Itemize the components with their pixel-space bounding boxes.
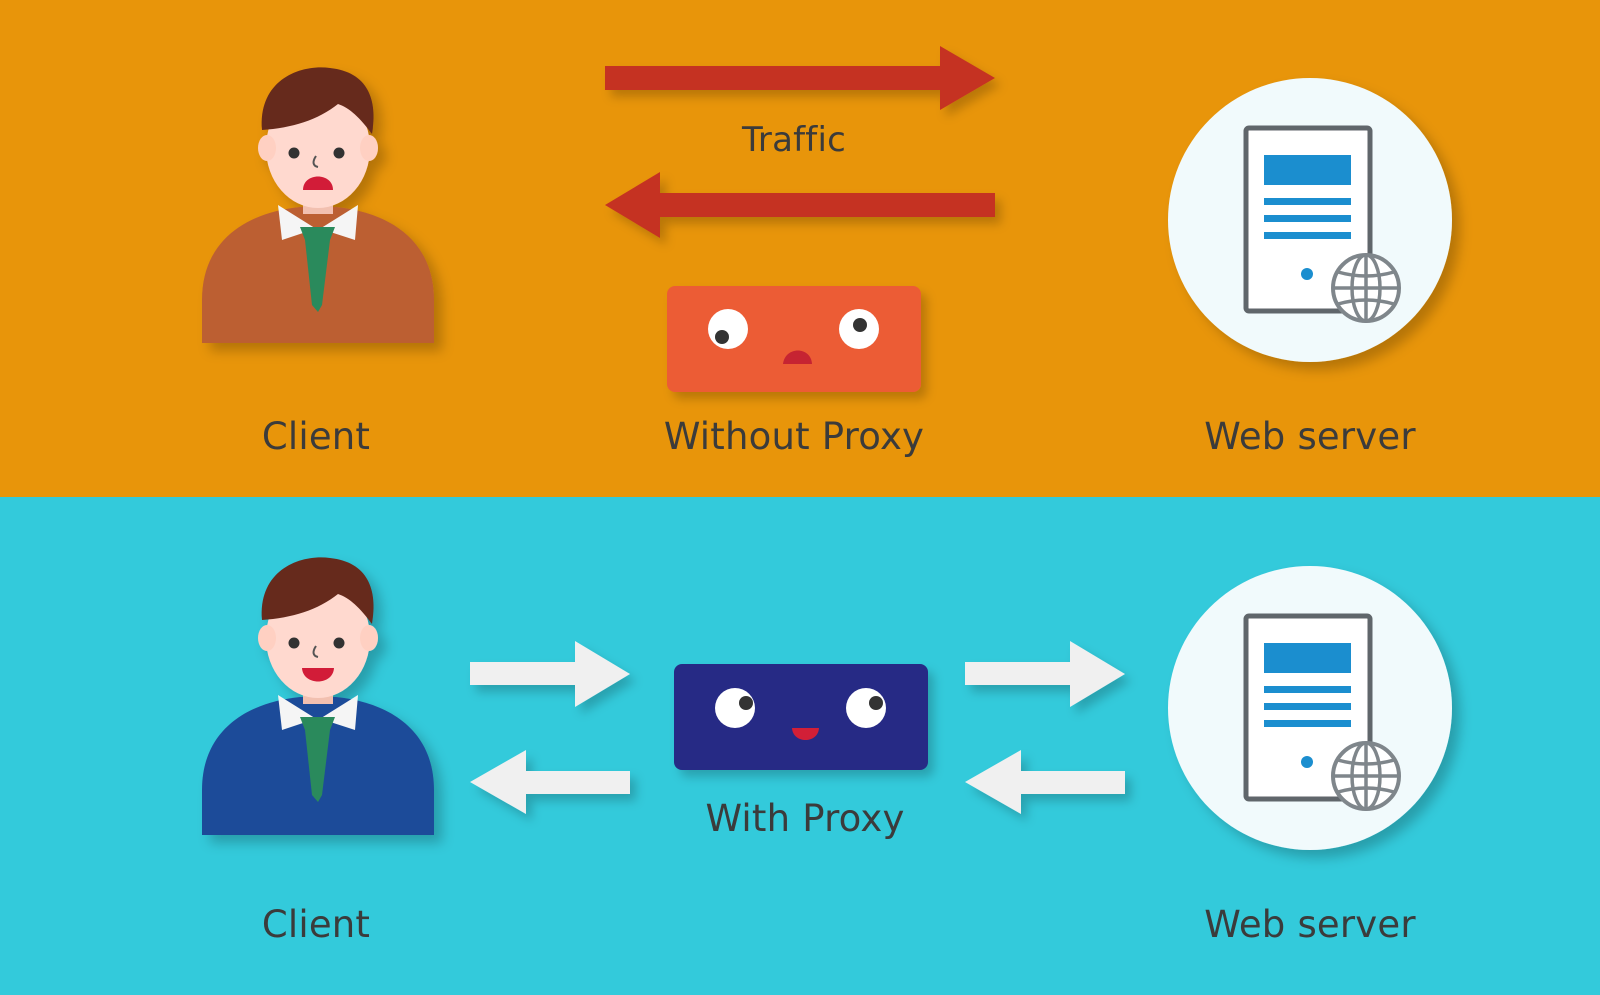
client-top-label: Client [261, 415, 371, 458]
server-bottom-label: Web server [1204, 903, 1416, 946]
arrow-left-icon [965, 750, 1125, 814]
traffic-label: Traffic [741, 120, 847, 160]
server-top-icon [1168, 78, 1452, 362]
arrow-right-icon [605, 46, 995, 110]
server-top-label: Web server [1204, 415, 1416, 458]
arrow-left-icon [470, 750, 630, 814]
proxy-face-icon [667, 286, 921, 392]
proxy-face-icon [674, 664, 928, 770]
client-bottom-label: Client [261, 903, 371, 946]
client-bottom-icon [202, 557, 434, 835]
client-top-icon [202, 67, 434, 343]
arrow-left-icon [605, 172, 995, 238]
with-proxy-label: With Proxy [705, 797, 905, 840]
globe-icon [1331, 253, 1401, 323]
server-bottom-icon [1168, 566, 1452, 850]
without-proxy-label: Without Proxy [663, 415, 925, 458]
globe-icon [1331, 741, 1401, 811]
arrow-right-icon [470, 641, 630, 707]
arrow-right-icon [965, 641, 1125, 707]
